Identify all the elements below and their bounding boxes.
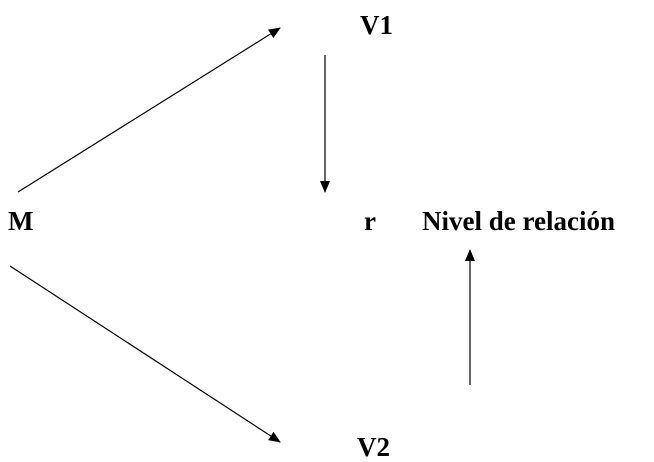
relation-level-label: Nivel de relación	[422, 206, 615, 236]
arrow-m-to-v1	[17, 27, 281, 193]
sample-m-label: M	[8, 206, 34, 236]
variable-v2-label: V2	[357, 432, 390, 462]
arrow-m-to-v2	[9, 265, 281, 443]
variable-v1-label: V1	[360, 10, 393, 40]
relation-r-label: r	[364, 206, 376, 236]
